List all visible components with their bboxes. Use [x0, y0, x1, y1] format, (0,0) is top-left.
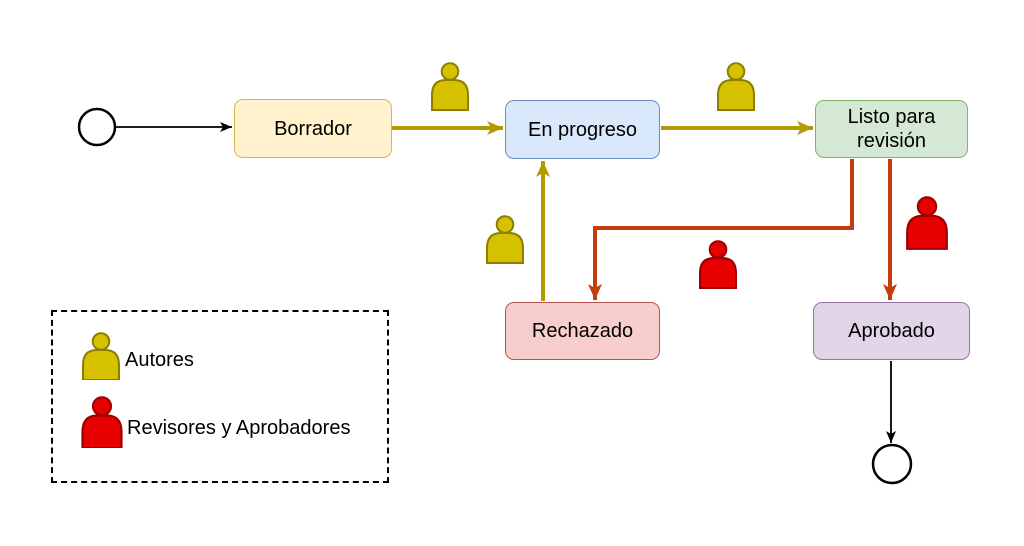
state-label: Listo para revisión — [847, 106, 936, 152]
state-node-borrador: Borrador — [234, 99, 392, 158]
state-node-aprobado: Aprobado — [813, 302, 970, 360]
state-label: Rechazado — [531, 320, 634, 342]
state-node-en-progreso: En progreso — [505, 100, 660, 159]
start-circle — [77, 107, 117, 147]
legend-label-authors: Autores — [125, 349, 194, 371]
state-label: Aprobado — [848, 320, 935, 342]
end-circle — [871, 443, 913, 485]
state-node-rechazado: Rechazado — [505, 302, 660, 360]
author-person-icon — [486, 215, 524, 264]
state-node-listo-para-revision: Listo para revisión — [815, 100, 968, 158]
reviewer-person-icon — [81, 396, 123, 448]
legend-box: Autores Revisores y Aprobadores — [51, 310, 389, 483]
author-person-icon — [431, 62, 469, 111]
reviewer-person-icon — [906, 196, 948, 250]
author-person-icon — [82, 332, 120, 380]
state-label: En progreso — [528, 118, 637, 141]
author-person-icon — [717, 62, 755, 111]
arrow-listo-to-rechazado — [588, 159, 854, 300]
legend-item-authors: Autores — [80, 332, 194, 380]
reviewer-person-icon — [699, 240, 737, 289]
legend-item-reviewers: Revisores y Aprobadores — [80, 396, 350, 448]
legend-label-reviewers: Revisores y Aprobadores — [127, 417, 351, 439]
state-label: Borrador — [274, 117, 352, 140]
